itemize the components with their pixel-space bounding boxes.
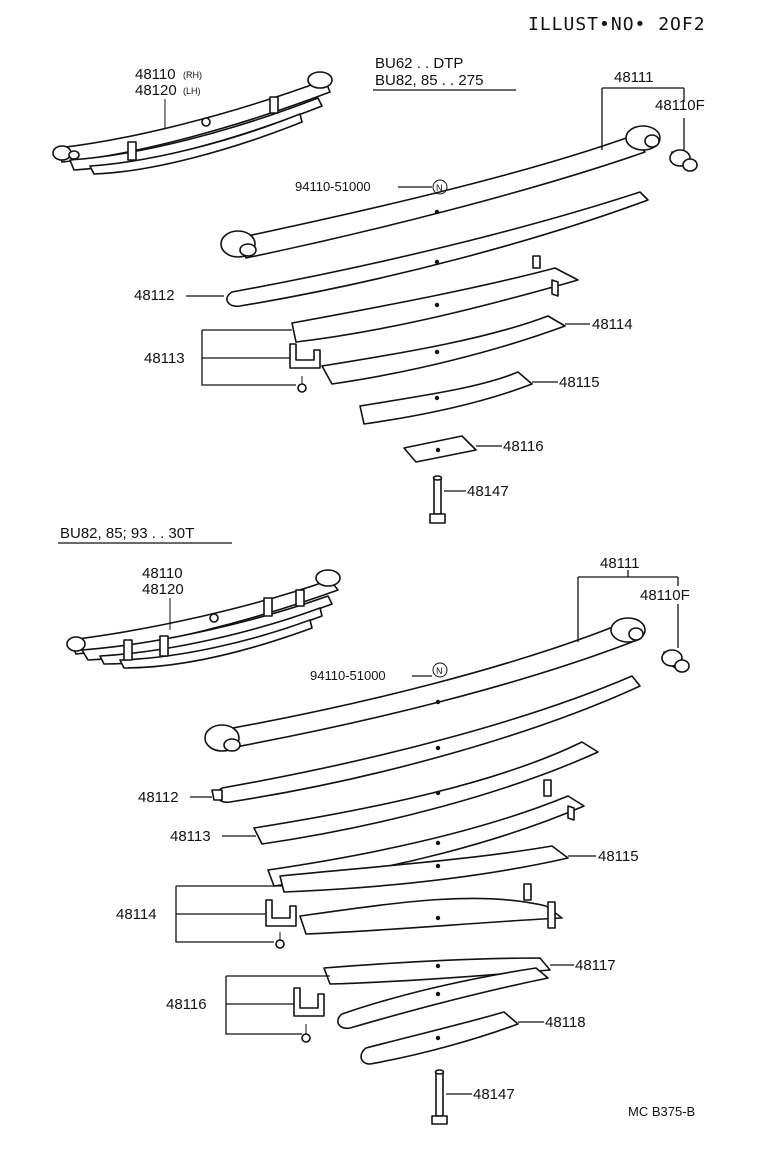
lower-label-48113: 48113 [170, 828, 211, 845]
lower-leaf-3 [253, 741, 599, 845]
upper-label-48112: 48112 [134, 287, 175, 304]
illustration-number: ILLUST•NO• 2OF2 [528, 14, 706, 35]
lower-label-48112: 48112 [138, 789, 179, 806]
upper-assembly-rh-number: 48110 [135, 66, 176, 83]
lower-leaf-2 [211, 675, 641, 804]
reference-code: MC B375-B [628, 1104, 695, 1119]
upper-center-bolt [429, 475, 446, 524]
lower-label-48111: 48111 [600, 555, 640, 572]
lower-label-48115: 48115 [598, 848, 639, 865]
upper-clip [289, 343, 321, 393]
upper-48113-bracket [201, 329, 296, 386]
upper-n-symbol: N [436, 183, 443, 193]
lower-label-48118: 48118 [545, 1014, 586, 1031]
lower-center-bolt [431, 1069, 448, 1125]
upper-n-symbol-circle [432, 179, 448, 195]
upper-applicability-line2: BU82, 85 . . 275 [375, 72, 483, 89]
upper-label-48115: 48115 [559, 374, 600, 391]
lower-clip-48116 [293, 987, 325, 1043]
upper-leaf-4 [321, 315, 566, 385]
upper-label-48113: 48113 [144, 350, 185, 367]
upper-assembly-lh-number: 48120 [135, 82, 177, 99]
upper-label-48116: 48116 [503, 438, 544, 455]
lower-main-leaf [204, 617, 646, 752]
lower-label-48116: 48116 [166, 996, 207, 1013]
lower-48116-bracket [225, 975, 330, 1035]
lower-clip-48114 [265, 899, 297, 949]
upper-leaf-5 [359, 371, 533, 425]
lower-label-94110: 94110-51000 [310, 668, 386, 683]
lower-applicability: BU82, 85; 93 . . 30T [60, 525, 194, 542]
upper-bushing [669, 149, 698, 172]
upper-assembly-thumbnail [52, 71, 333, 175]
upper-leaf-2 [226, 191, 649, 308]
lower-label-48147: 48147 [473, 1086, 515, 1103]
lower-assembly-number-2: 48120 [142, 581, 184, 598]
lower-leaf-9 [360, 1011, 519, 1065]
lower-label-48117: 48117 [575, 957, 616, 974]
lower-leaf-5 [279, 845, 569, 893]
lower-leaf-8 [337, 967, 549, 1030]
lower-48114-bracket [175, 885, 282, 943]
upper-leaf-3 [291, 255, 579, 343]
lower-bushing [661, 649, 690, 673]
upper-label-48111: 48111 [614, 69, 654, 86]
lower-n-symbol-circle [432, 662, 448, 678]
upper-pad [403, 435, 477, 463]
upper-label-48114: 48114 [592, 316, 633, 333]
upper-label-48147: 48147 [467, 483, 509, 500]
lower-label-48114: 48114 [116, 906, 157, 923]
lower-assembly-number-1: 48110 [142, 565, 183, 582]
upper-applicability-line1: BU62 . . DTP [375, 55, 463, 72]
upper-label-48110f: 48110F [655, 97, 705, 114]
lower-leaf-6 [299, 883, 563, 935]
lower-label-48110f: 48110F [640, 587, 690, 604]
upper-assembly-rh-suffix: (RH) [183, 70, 202, 80]
upper-label-94110: 94110-51000 [295, 179, 371, 194]
upper-assembly-lh-suffix: (LH) [183, 86, 201, 96]
lower-leaf-7 [323, 957, 551, 985]
lower-assembly-thumbnail [66, 569, 341, 669]
upper-main-leaf [220, 125, 661, 259]
lower-n-symbol: N [436, 666, 443, 676]
